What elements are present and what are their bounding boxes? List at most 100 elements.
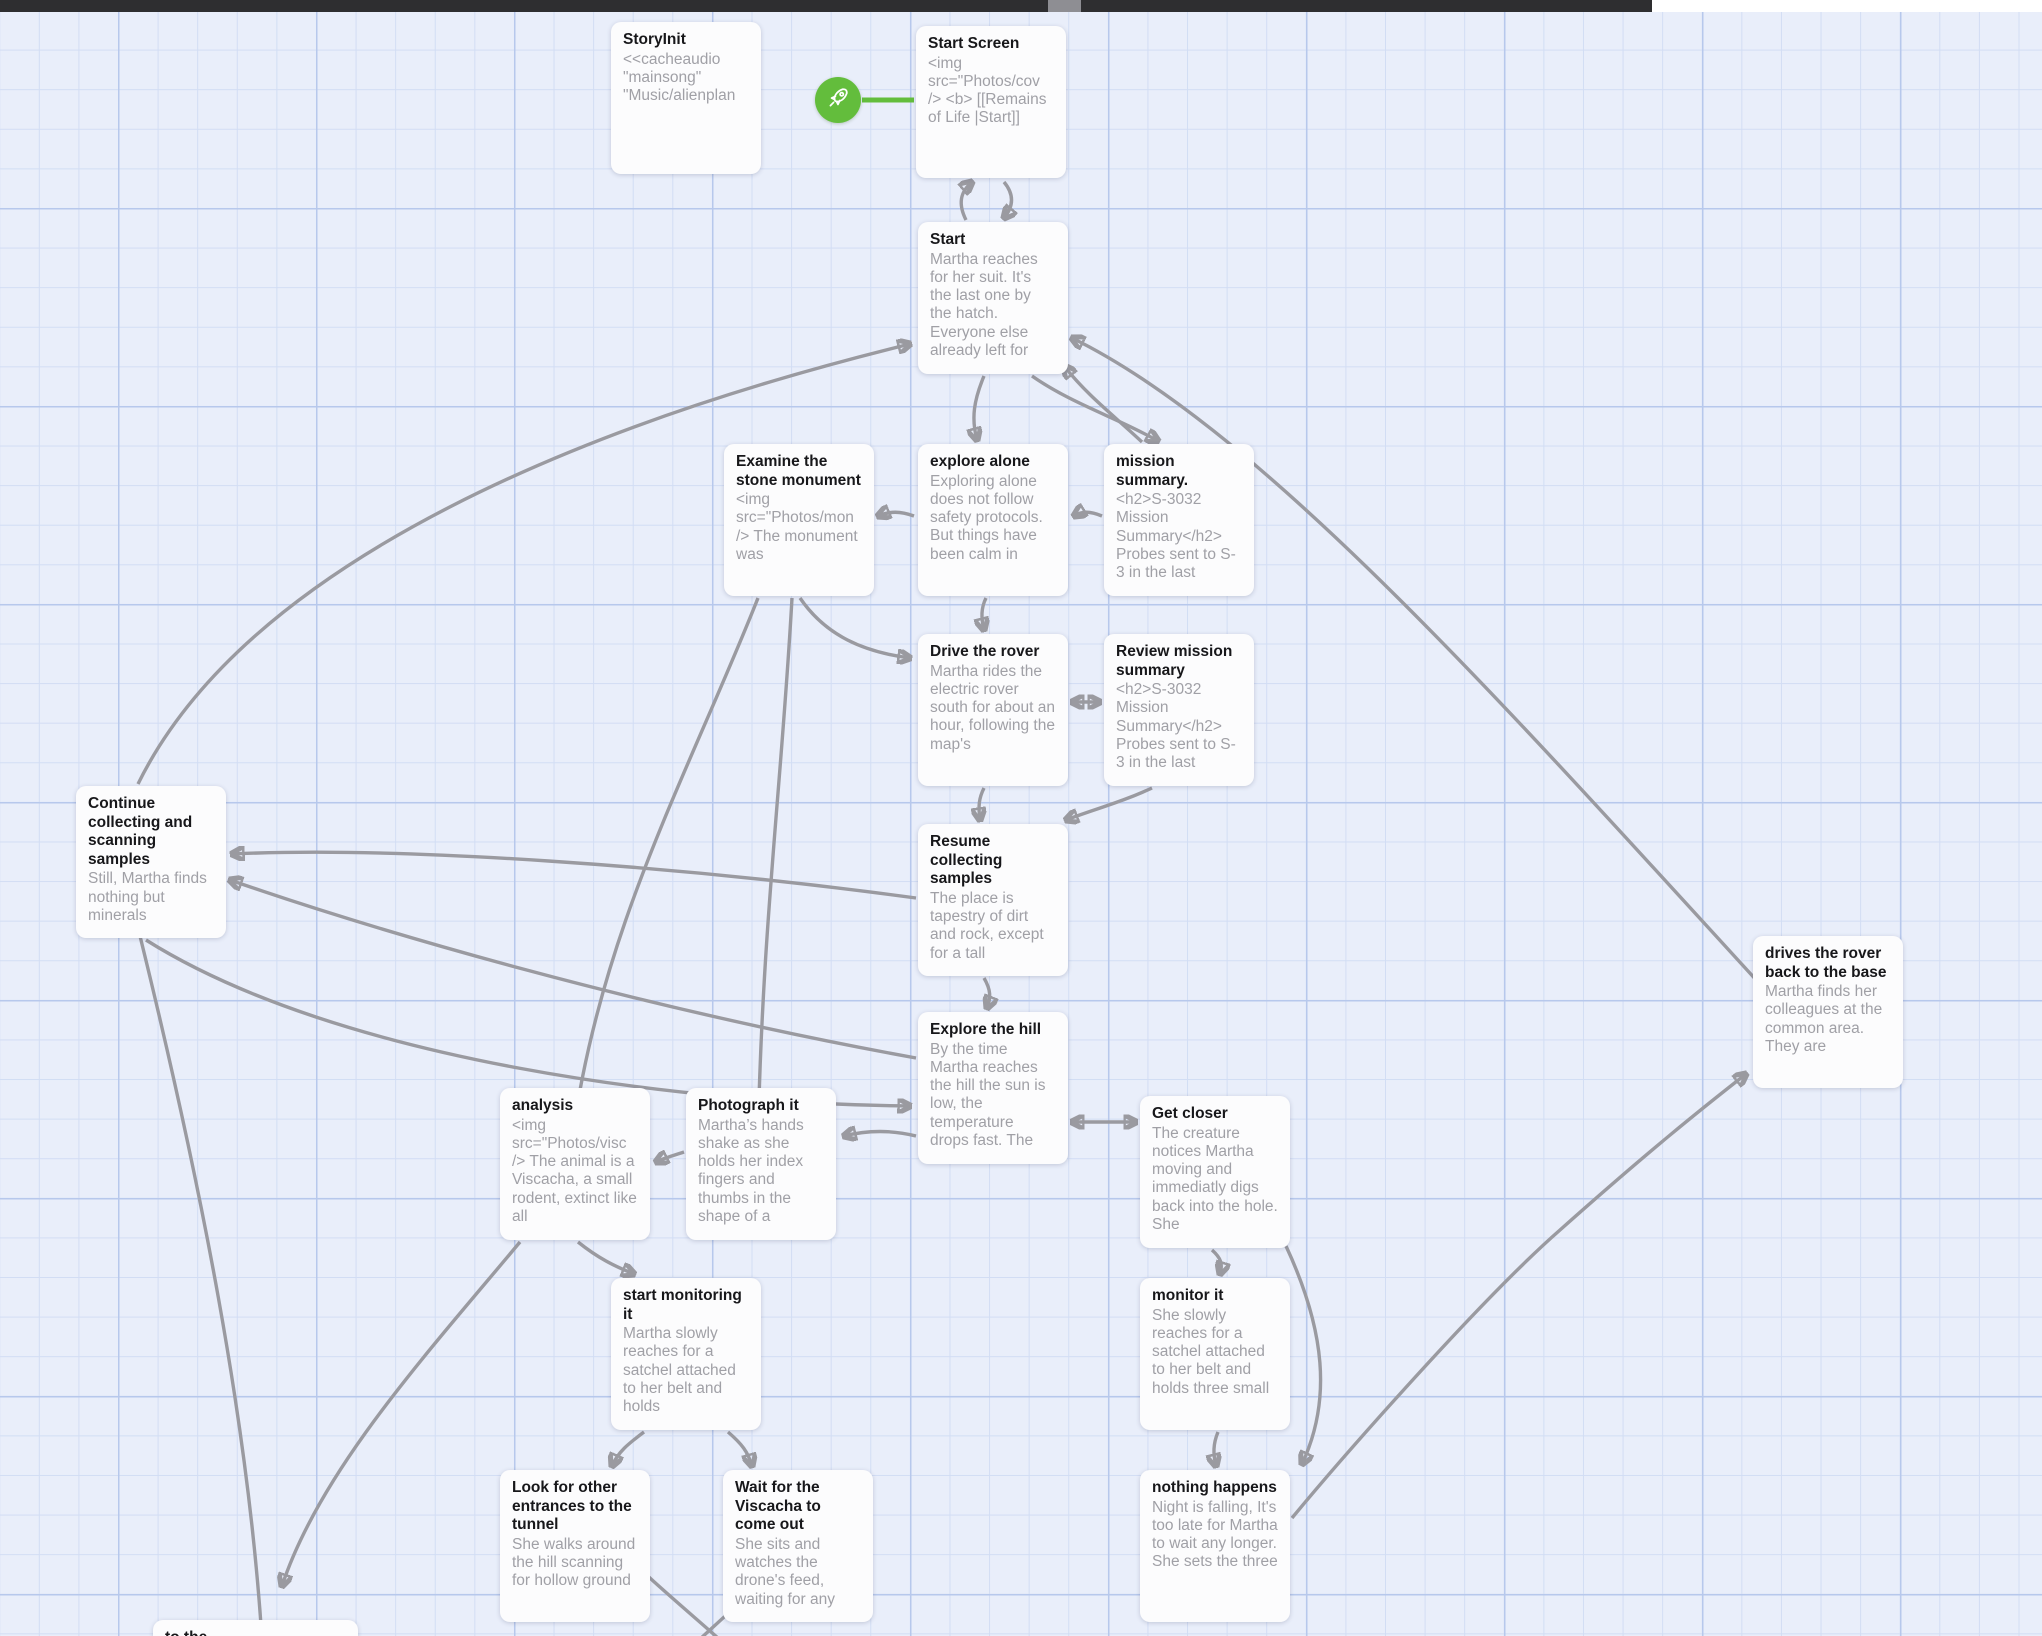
link-arrow xyxy=(1031,374,1158,441)
link-arrow xyxy=(1064,366,1144,444)
link-arrow xyxy=(232,852,917,900)
passage-node[interactable]: nothing happens Night is falling, It's t… xyxy=(1140,1470,1290,1622)
link-arrow xyxy=(576,1240,634,1274)
passage-node[interactable]: Look for other entrances to the tunnel S… xyxy=(500,1470,650,1622)
passage-excerpt: <<cacheaudio "mainsong" "Music/alienplan xyxy=(623,50,736,105)
link-arrow xyxy=(1004,180,1012,218)
passage-excerpt: Exploring alone does not follow safety p… xyxy=(930,472,1043,563)
passage-title: explore alone xyxy=(930,453,1030,470)
passage-node[interactable]: Examine the stone monument <img src="Pho… xyxy=(724,444,874,596)
link-arrow xyxy=(726,1430,752,1466)
link-arrow xyxy=(1074,512,1103,516)
link-arrow xyxy=(798,597,910,658)
passage-node[interactable]: Start Screen <img src="Photos/cov /> <b>… xyxy=(916,26,1066,178)
link-arrow xyxy=(1066,786,1153,820)
passage-excerpt: Martha slowly reaches for a satchel atta… xyxy=(623,1325,736,1416)
passage-excerpt: The creature notices Martha moving and i… xyxy=(1152,1124,1278,1233)
link-arrow xyxy=(1210,1248,1221,1274)
link-arrow xyxy=(1284,1245,1323,1464)
passage-title: Drive the rover xyxy=(930,643,1040,660)
passage-excerpt: She walks around the hill scanning for h… xyxy=(512,1535,636,1590)
passage-title: Examine the stone monument xyxy=(736,453,861,489)
passage-excerpt: By the time Martha reaches the hill the … xyxy=(930,1040,1046,1149)
passage-node[interactable]: Start Martha reaches for her suit. It's … xyxy=(918,222,1068,374)
link-arrow xyxy=(1072,338,1760,984)
window-top-edge-segment xyxy=(1048,0,1081,12)
passage-node[interactable]: mission summary. <h2>S-3032 Mission Summ… xyxy=(1104,444,1254,596)
passage-title: Resume collecting samples xyxy=(930,833,1003,888)
passage-title: monitor it xyxy=(1152,1287,1224,1304)
link-arrow xyxy=(145,938,910,1106)
window-top-edge-segment xyxy=(0,0,1048,12)
window-top-edge xyxy=(0,0,2042,12)
passage-node[interactable]: Get closer The creature notices Martha m… xyxy=(1140,1096,1290,1248)
link-arrow xyxy=(612,1430,646,1466)
passage-title: Wait for the Viscacha to come out xyxy=(735,1479,821,1534)
link-arrow xyxy=(230,880,917,1060)
passage-excerpt: Still, Martha finds nothing but minerals xyxy=(88,870,207,924)
passage-node[interactable]: Resume collecting samples The place is t… xyxy=(918,824,1068,976)
passage-title: analysis xyxy=(512,1097,574,1114)
passage-excerpt: The place is tapestry of dirt and rock, … xyxy=(930,889,1044,962)
passage-title: Get closer xyxy=(1152,1105,1228,1122)
link-arrow xyxy=(1214,1431,1218,1466)
passage-excerpt: She sits and watches the drone's feed, w… xyxy=(735,1535,835,1608)
passage-node[interactable]: analysis <img src="Photos/visc /> The an… xyxy=(500,1088,650,1240)
passage-node[interactable]: Drive the rover Martha rides the electri… xyxy=(918,634,1068,786)
passage-title: to the xyxy=(165,1629,346,1636)
story-start-marker[interactable] xyxy=(815,77,861,123)
passage-excerpt: Martha reaches for her suit. It's the la… xyxy=(930,250,1038,359)
rocket-icon xyxy=(824,84,852,117)
passage-excerpt: Martha finds her colleagues at the commo… xyxy=(1765,983,1883,1056)
passage-title: Look for other entrances to the tunnel xyxy=(512,1479,632,1534)
passage-node[interactable]: Explore the hill By the time Martha reac… xyxy=(918,1012,1068,1164)
passage-title: Start Screen xyxy=(928,35,1020,52)
passage-excerpt: <img src="Photos/cov /> <b> [[Remains of… xyxy=(928,54,1047,127)
link-arrow xyxy=(136,344,910,785)
link-arrow xyxy=(979,787,984,820)
window-top-edge-segment xyxy=(1652,0,2042,12)
passage-title: StoryInit xyxy=(623,31,686,48)
link-arrow xyxy=(961,182,972,221)
passage-title: Explore the hill xyxy=(930,1021,1042,1038)
passage-excerpt: <h2>S-3032 Mission Summary</h2> Probes s… xyxy=(1116,681,1236,772)
link-arrow xyxy=(570,597,760,1141)
link-arrow xyxy=(878,512,915,516)
link-arrow xyxy=(1290,1074,1746,1520)
passage-title: nothing happens xyxy=(1152,1479,1277,1496)
passage-excerpt: <img src="Photos/mon /> The monument was xyxy=(736,491,858,564)
passage-title: Review mission summary xyxy=(1116,643,1233,679)
passage-excerpt: Martha’s hands shake as she holds her in… xyxy=(698,1116,804,1225)
passage-node[interactable]: explore alone Exploring alone does not f… xyxy=(918,444,1068,596)
passage-node[interactable]: Wait for the Viscacha to come out She si… xyxy=(723,1470,873,1622)
link-arrow xyxy=(282,1240,522,1586)
passage-title: Photograph it xyxy=(698,1097,799,1114)
link-arrow xyxy=(756,597,794,1141)
passage-excerpt: Martha rides the electric rover south fo… xyxy=(930,662,1055,753)
passage-node[interactable]: Photograph it Martha’s hands shake as sh… xyxy=(686,1088,836,1240)
passage-title: Continue collecting and scanning samples xyxy=(88,795,193,868)
passage-excerpt: She slowly reaches for a satchel attache… xyxy=(1152,1306,1270,1397)
link-arrow xyxy=(844,1132,917,1137)
link-arrow xyxy=(984,977,990,1008)
passage-excerpt: Night is falling, It's too late for Mart… xyxy=(1152,1498,1278,1571)
passage-node[interactable]: start monitoring it Martha slowly reache… xyxy=(611,1278,761,1430)
passage-title: drives the rover back to the base xyxy=(1765,945,1887,981)
link-arrow xyxy=(974,375,986,440)
link-arrow xyxy=(138,935,264,1636)
passage-node[interactable]: Continue collecting and scanning samples… xyxy=(76,786,226,938)
link-arrow xyxy=(982,597,986,630)
passage-title: mission summary. xyxy=(1116,453,1189,489)
passage-excerpt: <img src="Photos/visc /> The animal is a… xyxy=(512,1116,637,1225)
passage-node[interactable]: to the xyxy=(153,1620,358,1636)
passage-title: start monitoring it xyxy=(623,1287,742,1323)
passage-node[interactable]: StoryInit <<cacheaudio "mainsong" "Music… xyxy=(611,22,761,174)
passage-title: Start xyxy=(930,231,966,248)
passage-node[interactable]: Review mission summary <h2>S-3032 Missio… xyxy=(1104,634,1254,786)
passage-excerpt: <h2>S-3032 Mission Summary</h2> Probes s… xyxy=(1116,491,1236,582)
window-top-edge-segment xyxy=(1081,0,1652,12)
passage-node[interactable]: monitor it She slowly reaches for a satc… xyxy=(1140,1278,1290,1430)
passage-node[interactable]: drives the rover back to the base Martha… xyxy=(1753,936,1903,1088)
